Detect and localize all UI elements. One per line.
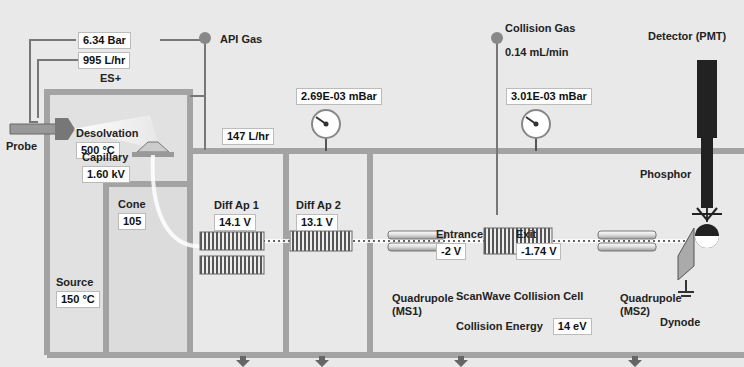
part-label: Phosphor xyxy=(640,168,691,181)
parameter-label: Capillary xyxy=(82,151,128,164)
readout-group: 3.01E-03 mBar xyxy=(506,88,592,105)
part-label: ES+ xyxy=(100,72,121,85)
value-readout: 6.34 Bar xyxy=(78,32,131,49)
value-readout: -1.74 V xyxy=(516,243,561,260)
value-readout: 1.60 kV xyxy=(82,166,130,183)
value-readout: 995 L/hr xyxy=(78,52,130,69)
value-readout: 105 xyxy=(118,213,146,230)
part-label: Quadrupole (MS2) xyxy=(620,292,690,318)
value-readout: 14 eV xyxy=(553,318,592,335)
value-readout: 13.1 V xyxy=(296,214,338,231)
part-label: Collision Gas xyxy=(505,22,575,35)
part-label: Quadrupole (MS1) xyxy=(392,292,462,318)
value-readout: 3.01E-03 mBar xyxy=(506,88,592,105)
part-label: Probe xyxy=(6,140,37,153)
parameter-label: Collision Energy xyxy=(456,320,543,333)
readout-group: Collision Energy 14 eV xyxy=(456,318,592,335)
readout-group: Capillary 1.60 kV xyxy=(82,151,130,183)
readout-group: 995 L/hr xyxy=(78,52,130,69)
parameter-label: Diff Ap 1 xyxy=(214,199,259,212)
readout-group: Source 150 °C xyxy=(56,276,100,308)
parameter-label: Source xyxy=(56,276,93,289)
readout-group: 147 L/hr xyxy=(222,128,274,145)
value-readout: -2 V xyxy=(436,243,466,260)
parameter-label: Exit xyxy=(516,228,536,241)
part-label: 0.14 mL/min xyxy=(505,46,569,59)
parameter-label: Cone xyxy=(118,198,146,211)
part-label: API Gas xyxy=(220,33,262,46)
parameter-label: Diff Ap 2 xyxy=(296,199,341,212)
readout-group: Diff Ap 2 13.1 V xyxy=(296,199,341,231)
readout-group: Cone 105 xyxy=(118,198,146,230)
readout-group: 2.69E-03 mBar xyxy=(296,88,382,105)
part-label: Detector (PMT) xyxy=(648,30,726,43)
readout-group: Entrance -2 V xyxy=(436,228,483,260)
value-readout: 147 L/hr xyxy=(222,128,274,145)
parameter-label: Desolvation xyxy=(76,127,138,140)
value-readout: 2.69E-03 mBar xyxy=(296,88,382,105)
part-label: ScanWave Collision Cell xyxy=(456,290,606,303)
readout-group: 6.34 Bar xyxy=(78,32,131,49)
value-readout: 150 °C xyxy=(56,291,100,308)
readout-group: Exit -1.74 V xyxy=(516,228,561,260)
parameter-label: Entrance xyxy=(436,228,483,241)
value-readout: 14.1 V xyxy=(214,214,256,231)
readout-group: Diff Ap 1 14.1 V xyxy=(214,199,259,231)
part-label: Dynode xyxy=(660,316,700,329)
